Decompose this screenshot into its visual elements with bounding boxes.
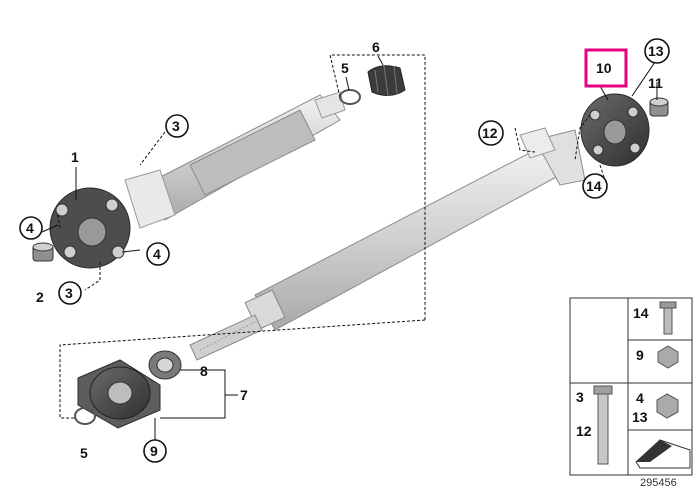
svg-text:4: 4 xyxy=(153,246,161,262)
fastener-legend: 14 9 4 13 3 12 xyxy=(569,297,693,476)
callout-11[interactable]: 11 xyxy=(648,75,663,91)
ring-5-bottom xyxy=(74,407,96,425)
svg-text:11: 11 xyxy=(648,75,663,91)
rear-propeller-shaft xyxy=(189,127,586,361)
svg-text:9: 9 xyxy=(150,443,158,459)
svg-text:1: 1 xyxy=(71,149,79,165)
svg-text:6: 6 xyxy=(372,39,380,55)
center-bearing xyxy=(77,350,182,429)
svg-text:14: 14 xyxy=(586,178,602,194)
ring-5-top xyxy=(339,89,361,105)
svg-text:9: 9 xyxy=(636,347,644,363)
callout-5a[interactable]: 5 xyxy=(341,60,349,76)
nut-2 xyxy=(32,242,54,262)
svg-text:3: 3 xyxy=(65,285,73,301)
callout-9[interactable]: 9 xyxy=(143,439,167,463)
callout-4a[interactable]: 4 xyxy=(19,216,43,240)
diagram-number: 295456 xyxy=(640,477,677,489)
svg-text:7: 7 xyxy=(240,387,248,403)
svg-text:3: 3 xyxy=(576,389,584,405)
callout-4b[interactable]: 4 xyxy=(146,242,170,266)
svg-text:12: 12 xyxy=(576,423,592,439)
front-propeller-shaft xyxy=(124,91,346,229)
callout-2[interactable]: 2 xyxy=(36,289,44,305)
boot-6 xyxy=(367,65,406,97)
callout-5b[interactable]: 5 xyxy=(80,445,88,461)
flex-disc-rear xyxy=(580,93,650,167)
svg-text:5: 5 xyxy=(341,60,349,76)
nut-11 xyxy=(649,97,669,117)
svg-text:4: 4 xyxy=(636,390,644,406)
svg-text:14: 14 xyxy=(633,305,649,321)
svg-text:8: 8 xyxy=(200,363,208,379)
callout-3b[interactable]: 3 xyxy=(58,281,82,305)
svg-text:3: 3 xyxy=(172,118,180,134)
leader-lines xyxy=(41,55,658,440)
svg-text:5: 5 xyxy=(80,445,88,461)
callout-13[interactable]: 13 xyxy=(644,38,670,64)
callout-6[interactable]: 6 xyxy=(372,39,380,55)
flex-disc-front xyxy=(49,187,131,269)
svg-text:4: 4 xyxy=(26,220,34,236)
svg-text:13: 13 xyxy=(632,409,648,425)
callout-10-highlight[interactable]: 10 xyxy=(584,48,628,88)
svg-text:12: 12 xyxy=(482,125,498,141)
callout-12[interactable]: 12 xyxy=(478,120,504,146)
svg-text:2: 2 xyxy=(36,289,44,305)
reference-lines xyxy=(57,54,606,419)
svg-text:10: 10 xyxy=(596,60,612,76)
svg-text:13: 13 xyxy=(648,43,664,59)
callout-8[interactable]: 8 xyxy=(200,363,208,379)
callout-1[interactable]: 1 xyxy=(71,149,79,165)
callout-14[interactable]: 14 xyxy=(582,173,608,199)
callout-3a[interactable]: 3 xyxy=(165,114,189,138)
callout-7[interactable]: 7 xyxy=(240,387,248,403)
